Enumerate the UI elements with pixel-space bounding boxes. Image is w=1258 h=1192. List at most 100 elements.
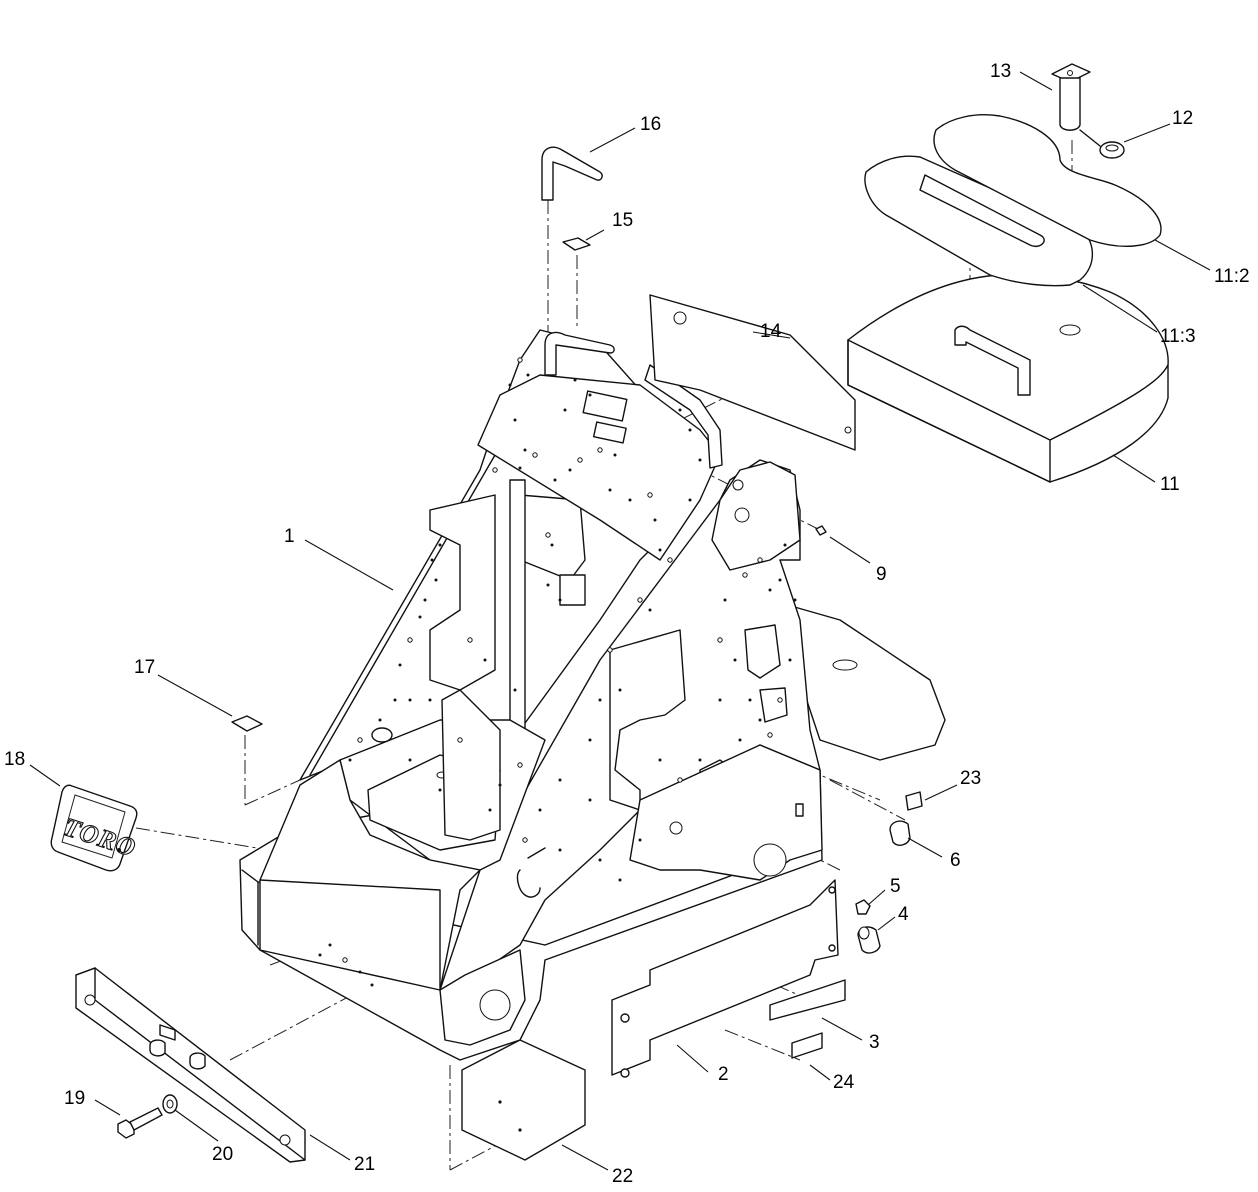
frame-hole bbox=[698, 458, 702, 462]
frame-hole bbox=[793, 598, 797, 602]
part-16-handle bbox=[541, 146, 603, 201]
frame-hole bbox=[508, 383, 512, 387]
part-6-cap bbox=[889, 820, 911, 846]
part-24-decal bbox=[791, 1032, 823, 1059]
callout-21: 21 bbox=[354, 1154, 375, 1175]
frame-handle bbox=[544, 331, 723, 469]
frame-hole bbox=[348, 758, 352, 762]
frame-hole bbox=[788, 658, 792, 662]
frame-hole bbox=[598, 698, 602, 702]
callout-1: 1 bbox=[284, 526, 295, 547]
frame-hole bbox=[328, 943, 332, 947]
frame-hole bbox=[370, 983, 374, 987]
frame-hole bbox=[768, 588, 772, 592]
part-22-cover bbox=[461, 1039, 586, 1161]
part-20-washer bbox=[162, 1094, 178, 1114]
part-2-panel bbox=[611, 879, 839, 1078]
callout-12: 12 bbox=[1172, 108, 1193, 129]
frame-hole bbox=[408, 698, 412, 702]
frame-hole bbox=[647, 492, 653, 498]
frame-hole bbox=[607, 647, 613, 653]
frame-hole bbox=[738, 738, 742, 742]
frame-hole bbox=[558, 848, 562, 852]
frame-hole bbox=[430, 558, 434, 562]
frame-hole bbox=[517, 762, 523, 768]
frame-hole bbox=[467, 637, 473, 643]
frame-hole bbox=[545, 532, 551, 538]
frame-hole bbox=[457, 737, 463, 743]
frame-hole bbox=[550, 543, 554, 547]
frame-hole bbox=[618, 878, 622, 882]
frame-hole bbox=[748, 698, 752, 702]
frame-hole bbox=[777, 697, 783, 703]
part-11-seat bbox=[847, 273, 1169, 483]
frame-hole bbox=[653, 518, 657, 522]
part-3-decal bbox=[769, 979, 846, 1021]
frame-hole bbox=[588, 798, 592, 802]
frame-hole bbox=[378, 718, 382, 722]
part-17-decal bbox=[231, 715, 263, 732]
frame-hole bbox=[688, 498, 692, 502]
frame-hole bbox=[677, 777, 683, 783]
frame-hole bbox=[498, 783, 502, 787]
part-9-clip bbox=[815, 525, 827, 536]
callout-19: 19 bbox=[64, 1088, 85, 1109]
frame-hole bbox=[588, 393, 592, 397]
part-12-hairpin bbox=[1079, 129, 1125, 159]
frame-hole bbox=[563, 408, 567, 412]
main-frame bbox=[239, 329, 823, 1061]
part-11-3-plate bbox=[864, 155, 1094, 287]
frame-hole bbox=[357, 737, 363, 743]
frame-hole bbox=[438, 543, 442, 547]
callout-23: 23 bbox=[960, 768, 981, 789]
part-11-2-plate bbox=[933, 114, 1162, 248]
frame-hole bbox=[742, 572, 748, 578]
callout-6: 6 bbox=[950, 850, 961, 871]
frame-hole bbox=[717, 637, 723, 643]
frame-hole bbox=[598, 858, 602, 862]
part-15-tag bbox=[562, 237, 591, 251]
callout-11-2: 11:2 bbox=[1214, 266, 1250, 287]
frame-hole bbox=[588, 738, 592, 742]
callout-18: 18 bbox=[4, 749, 25, 770]
frame-hole bbox=[667, 557, 673, 563]
frame-hole bbox=[513, 418, 517, 422]
frame-hole bbox=[393, 698, 397, 702]
frame-hole bbox=[608, 488, 612, 492]
callout-9: 9 bbox=[876, 564, 887, 585]
frame-hole bbox=[558, 598, 562, 602]
frame-hole bbox=[767, 732, 773, 738]
frame-hole bbox=[513, 688, 517, 692]
frame-hole bbox=[733, 658, 737, 662]
frame-hole bbox=[358, 970, 362, 974]
frame-hole bbox=[577, 457, 583, 463]
callout-24: 24 bbox=[833, 1072, 855, 1093]
callout-11-3: 11:3 bbox=[1160, 326, 1196, 347]
callout-11: 11 bbox=[1160, 474, 1180, 495]
frame-hole bbox=[757, 557, 763, 563]
frame-hole bbox=[398, 663, 402, 667]
frame-hole bbox=[558, 778, 562, 782]
frame-hole bbox=[488, 808, 492, 812]
callout-16: 16 bbox=[640, 114, 661, 135]
frame-hole bbox=[526, 373, 530, 377]
frame-hole bbox=[492, 467, 498, 473]
frame-hole bbox=[638, 838, 642, 842]
frame-hole bbox=[342, 957, 348, 963]
part-14-decal bbox=[649, 294, 856, 451]
frame-hole bbox=[778, 578, 782, 582]
frame-hole bbox=[613, 453, 617, 457]
frame-hole bbox=[718, 698, 722, 702]
leader-lines bbox=[29, 71, 1211, 1171]
frame-hole bbox=[648, 608, 652, 612]
frame-hole bbox=[758, 718, 762, 722]
part-5-screw bbox=[855, 899, 871, 915]
frame-hole bbox=[573, 378, 577, 382]
callout-13: 13 bbox=[990, 61, 1011, 82]
frame-hole bbox=[783, 543, 787, 547]
frame-hole bbox=[408, 758, 412, 762]
callout-4: 4 bbox=[898, 904, 909, 925]
frame-hole bbox=[658, 548, 662, 552]
callout-3: 3 bbox=[869, 1032, 880, 1053]
